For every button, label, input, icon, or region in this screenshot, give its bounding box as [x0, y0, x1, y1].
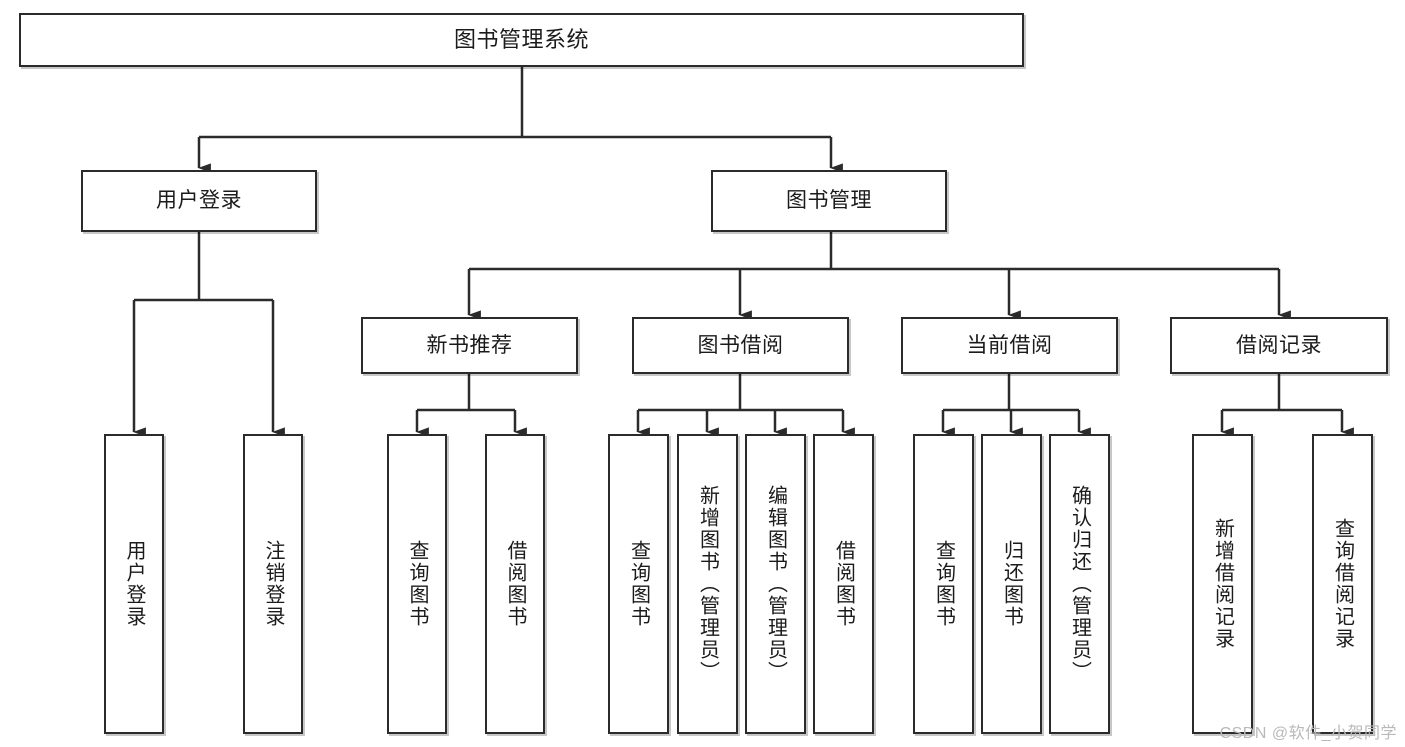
node-leaf-4[interactable]: 借阅图书 — [485, 434, 545, 734]
node-root[interactable]: 图书管理系统 — [19, 13, 1024, 67]
node-leaf-8[interactable]: 借阅图书 — [813, 434, 874, 734]
node-leaf-4-label: 借阅图书 — [504, 540, 526, 628]
node-leaf-11[interactable]: 确认归还（管理员） — [1049, 434, 1110, 734]
node-leaf-10[interactable]: 归还图书 — [981, 434, 1042, 734]
node-leaf-2[interactable]: 注销登录 — [243, 434, 303, 734]
node-leaf-6-label: 新增图书（管理员） — [696, 485, 719, 683]
node-leaf-10-label: 归还图书 — [1000, 540, 1023, 628]
node-leaf-12-label: 新增借阅记录 — [1211, 518, 1234, 650]
node-level3-4[interactable]: 借阅记录 — [1170, 317, 1388, 374]
node-level2-2-label: 图书管理 — [786, 189, 872, 213]
node-level2-1[interactable]: 用户登录 — [81, 170, 317, 232]
node-level2-2[interactable]: 图书管理 — [711, 170, 947, 232]
node-leaf-1-label: 用户登录 — [123, 540, 145, 628]
node-leaf-3[interactable]: 查询图书 — [387, 434, 447, 734]
node-leaf-8-label: 借阅图书 — [832, 540, 855, 628]
node-leaf-11-label: 确认归还（管理员） — [1068, 485, 1091, 683]
node-level3-1[interactable]: 新书推荐 — [361, 317, 578, 374]
node-leaf-5-label: 查询图书 — [627, 540, 650, 628]
node-leaf-5[interactable]: 查询图书 — [608, 434, 669, 734]
node-level3-2[interactable]: 图书借阅 — [632, 317, 849, 374]
node-leaf-13-label: 查询借阅记录 — [1331, 518, 1354, 650]
node-level3-1-label: 新书推荐 — [426, 333, 513, 357]
node-leaf-7[interactable]: 编辑图书（管理员） — [745, 434, 806, 734]
node-leaf-6[interactable]: 新增图书（管理员） — [677, 434, 738, 734]
node-leaf-12[interactable]: 新增借阅记录 — [1192, 434, 1253, 734]
node-level3-3-label: 当前借阅 — [966, 333, 1053, 357]
node-level3-4-label: 借阅记录 — [1236, 333, 1322, 357]
node-leaf-1[interactable]: 用户登录 — [104, 434, 164, 734]
node-root-label: 图书管理系统 — [453, 26, 589, 52]
node-leaf-9[interactable]: 查询图书 — [913, 434, 974, 734]
node-level3-3[interactable]: 当前借阅 — [901, 317, 1118, 374]
node-level2-1-label: 用户登录 — [156, 189, 242, 213]
node-leaf-3-label: 查询图书 — [406, 540, 428, 628]
node-leaf-7-label: 编辑图书（管理员） — [764, 485, 787, 683]
node-leaf-13[interactable]: 查询借阅记录 — [1312, 434, 1373, 734]
node-leaf-2-label: 注销登录 — [262, 540, 284, 628]
node-level3-2-label: 图书借阅 — [697, 333, 784, 357]
node-leaf-9-label: 查询图书 — [932, 540, 955, 628]
